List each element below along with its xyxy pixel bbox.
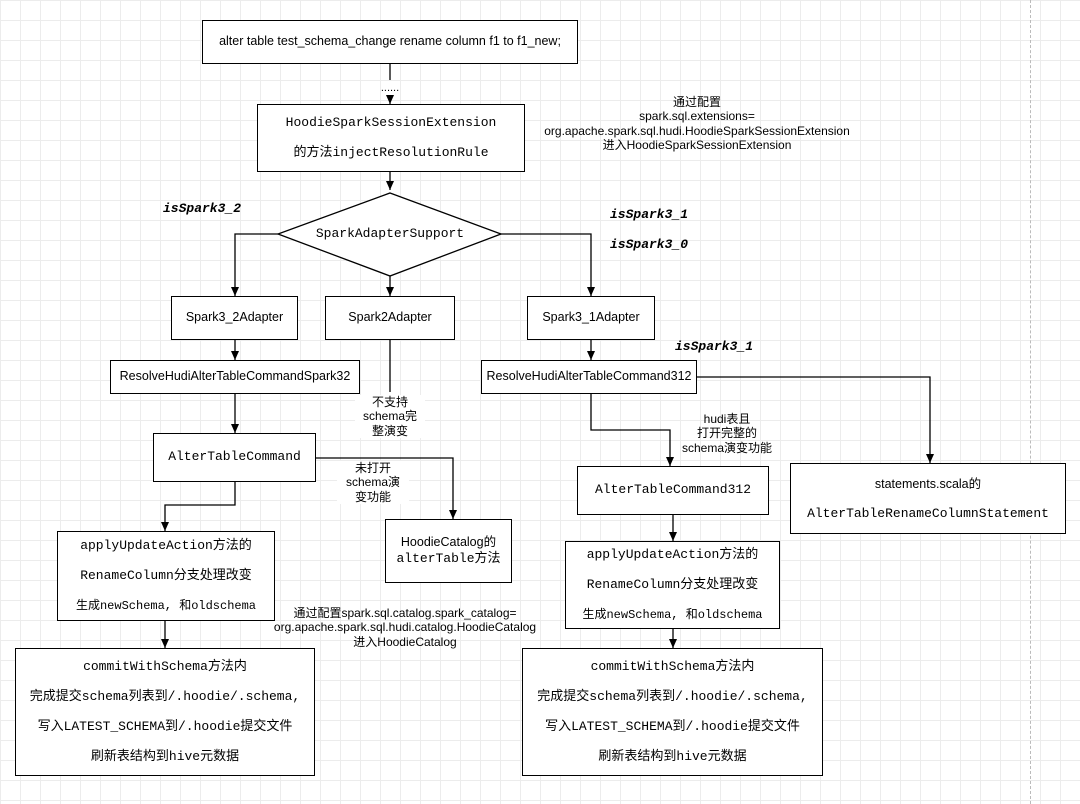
apply-update-action-right-node: applyUpdateAction方法的 RenameColumn分支处理改变 …: [565, 541, 780, 629]
alter-table-command-text: AlterTableCommand: [168, 449, 301, 465]
is-spark30-label: isSpark3_0: [610, 237, 689, 252]
ellipsis-label: ......: [380, 82, 400, 94]
config-catalog-line1: 通过配置spark.sql.catalog.spark_catalog=: [293, 606, 517, 620]
hoodie-session-extension-node: HoodieSparkSessionExtension 的方法injectRes…: [257, 104, 525, 172]
alter-sql-text: alter table test_schema_change rename co…: [219, 34, 561, 49]
is-spark31-resolve-label: isSpark3_1: [675, 339, 754, 354]
resolve-spark32-text: ResolveHudiAlterTableCommandSpark32: [119, 369, 351, 384]
not-support-line3: 整演变: [371, 423, 408, 438]
hoodie-extension-line1: HoodieSparkSessionExtension: [285, 115, 497, 130]
hudi-table-line3: schema演变功能: [681, 440, 773, 455]
edge-alter-to-catalog: [316, 457, 457, 519]
commit-right-line2: 完成提交schema列表到/.hoodie/.schema,: [537, 689, 808, 704]
not-open-line3: 变功能: [354, 489, 391, 504]
spark31-adapter-node: Spark3_1Adapter: [527, 296, 655, 340]
commit-left-line4: 刷新表结构到hive元数据: [90, 749, 240, 764]
config-catalog-line2: org.apache.spark.sql.hudi.catalog.Hoodie…: [273, 620, 537, 635]
config-ext-line4: 进入HoodieSparkSessionExtension: [602, 138, 792, 153]
page-guide-line: [1030, 0, 1031, 804]
config-ext-line2: spark.sql.extensions=: [639, 109, 755, 124]
hudi-table-note: hudi表且 打开完整的 schema演变功能: [672, 412, 782, 455]
alter-table-command-node: AlterTableCommand: [153, 433, 316, 482]
edge-resolve312-to-statements: [697, 376, 934, 463]
spark31-adapter-text: Spark3_1Adapter: [542, 310, 640, 325]
spark-adapter-support-label: SparkAdapterSupport: [315, 226, 465, 241]
commit-right-line1: commitWithSchema方法内: [590, 659, 755, 674]
hudi-table-line1: hudi表且: [703, 412, 751, 426]
commit-with-schema-left-node: commitWithSchema方法内 完成提交schema列表到/.hoodi…: [15, 648, 315, 776]
config-ext-line3: org.apache.spark.sql.hudi.HoodieSparkSes…: [544, 123, 850, 138]
hoodie-catalog-line1: HoodieCatalog的: [400, 535, 497, 550]
resolve-spark32-node: ResolveHudiAlterTableCommandSpark32: [110, 360, 360, 394]
alter-table-command312-node: AlterTableCommand312: [577, 466, 769, 515]
statements-line2: AlterTableRenameColumnStatement: [807, 505, 1049, 521]
not-support-line1: 不支持: [371, 395, 408, 409]
hoodie-extension-line2: 的方法injectResolutionRule: [293, 145, 489, 160]
config-catalog-line3: 进入HoodieCatalog: [353, 634, 457, 649]
commit-left-line3: 写入LATEST_SCHEMA到/.hoodie提交文件: [37, 719, 293, 734]
statements-line1: statements.scala的: [874, 476, 982, 491]
commit-right-line4: 刷新表结构到hive元数据: [598, 749, 747, 764]
spark2-adapter-node: Spark2Adapter: [325, 296, 455, 340]
commit-left-line2: 完成提交schema列表到/.hoodie/.schema,: [29, 689, 301, 704]
config-ext-line1: 通过配置: [672, 95, 721, 109]
apply-left-line3: 生成newSchema, 和oldschema: [75, 599, 257, 613]
spark32-adapter-node: Spark3_2Adapter: [171, 296, 298, 340]
edge-alter-to-apply: [161, 482, 236, 531]
commit-with-schema-right-node: commitWithSchema方法内 完成提交schema列表到/.hoodi…: [522, 648, 823, 776]
is-spark32-label: isSpark3_2: [163, 201, 242, 216]
hoodie-catalog-line2: alterTable方法: [396, 550, 501, 566]
alter-table-command312-text: AlterTableCommand312: [594, 482, 752, 498]
not-support-line2: schema完: [362, 409, 418, 424]
commit-left-line1: commitWithSchema方法内: [83, 659, 247, 674]
resolve-312-text: ResolveHudiAlterTableCommand312: [486, 369, 692, 384]
edge-resolve312-to-alter312: [590, 394, 674, 466]
config-catalog-note: 通过配置spark.sql.catalog.spark_catalog= org…: [258, 606, 552, 649]
not-open-line2: schema演: [345, 475, 401, 490]
statements-scala-node: statements.scala的 AlterTableRenameColumn…: [790, 463, 1066, 534]
not-open-line1: 未打开: [354, 461, 391, 475]
resolve-312-node: ResolveHudiAlterTableCommand312: [481, 360, 697, 394]
not-open-note: 未打开 schema演 变功能: [337, 461, 409, 505]
spark32-adapter-text: Spark3_2Adapter: [185, 310, 284, 325]
not-support-note: 不支持 schema完 整演变: [355, 395, 425, 439]
edge-support-to-spark32: [231, 233, 278, 296]
alter-sql-node: alter table test_schema_change rename co…: [202, 20, 578, 64]
hoodie-catalog-node: HoodieCatalog的 alterTable方法: [385, 519, 512, 583]
apply-right-line3: 生成newSchema, 和oldschema: [582, 608, 763, 622]
hudi-table-line2: 打开完整的: [696, 426, 757, 441]
spark2-adapter-text: Spark2Adapter: [348, 310, 432, 325]
spark-adapter-support-diamond: [276, 192, 503, 277]
apply-left-line1: applyUpdateAction方法的: [80, 538, 252, 553]
is-spark31-label: isSpark3_1: [610, 207, 689, 222]
apply-right-line2: RenameColumn分支处理改变: [586, 577, 759, 592]
edge-support-to-spark31: [500, 233, 595, 296]
apply-right-line1: applyUpdateAction方法的: [586, 547, 759, 562]
apply-update-action-left-node: applyUpdateAction方法的 RenameColumn分支处理改变 …: [57, 531, 275, 621]
apply-left-line2: RenameColumn分支处理改变: [80, 568, 252, 583]
commit-right-line3: 写入LATEST_SCHEMA到/.hoodie提交文件: [545, 719, 800, 734]
config-extensions-note: 通过配置 spark.sql.extensions= org.apache.sp…: [532, 95, 862, 153]
